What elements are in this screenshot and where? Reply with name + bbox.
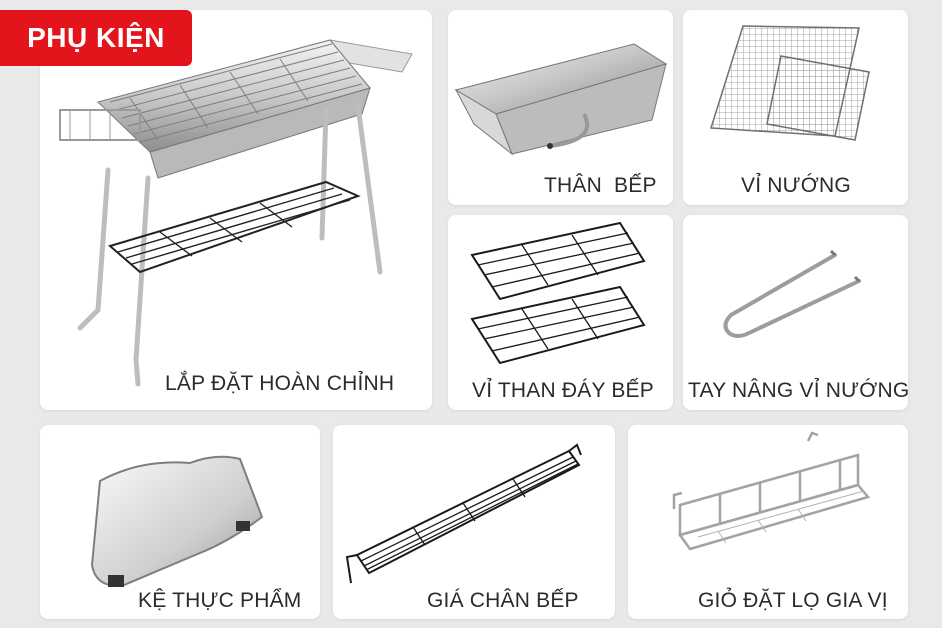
card-leg-rack: GIÁ CHÂN BẾP bbox=[333, 425, 615, 619]
label-grill-grate: VỈ NƯỚNG bbox=[741, 174, 851, 197]
card-spice-basket: GIỎ ĐẶT LỌ GIA VỊ bbox=[628, 425, 908, 619]
grate-lifter-icon bbox=[723, 249, 861, 338]
card-grate-lifter: TAY NÂNG VỈ NƯỚNG bbox=[683, 215, 908, 410]
card-charcoal-grate: VỈ THAN ĐÁY BẾP bbox=[448, 215, 673, 410]
spice-basket-icon bbox=[672, 431, 871, 551]
label-complete-grill: LẮP ĐẶT HOÀN CHỈNH bbox=[165, 372, 395, 395]
grill-grate-icon bbox=[709, 25, 870, 141]
food-shelf-icon bbox=[90, 455, 264, 587]
card-food-shelf: KỆ THỰC PHẨM bbox=[40, 425, 320, 619]
label-leg-rack: GIÁ CHÂN BẾP bbox=[427, 589, 579, 612]
complete-grill-icon bbox=[59, 39, 413, 387]
label-charcoal-grate: VỈ THAN ĐÁY BẾP bbox=[472, 379, 654, 402]
grill-body-icon bbox=[454, 43, 668, 156]
charcoal-grate-icon bbox=[470, 221, 646, 365]
card-complete-grill: LẮP ĐẶT HOÀN CHỈNH bbox=[40, 10, 432, 410]
accessories-badge: PHỤ KIỆN bbox=[0, 10, 192, 66]
label-grate-lifter: TAY NÂNG VỈ NƯỚNG bbox=[688, 379, 908, 402]
card-grill-grate: VỈ NƯỚNG bbox=[683, 10, 908, 205]
label-spice-basket: GIỎ ĐẶT LỌ GIA VỊ bbox=[698, 589, 888, 612]
label-grill-body: THÂN BẾP bbox=[544, 174, 657, 197]
leg-rack-icon bbox=[345, 443, 582, 584]
label-food-shelf: KỆ THỰC PHẨM bbox=[138, 589, 302, 612]
card-grill-body: THÂN BẾP bbox=[448, 10, 673, 205]
